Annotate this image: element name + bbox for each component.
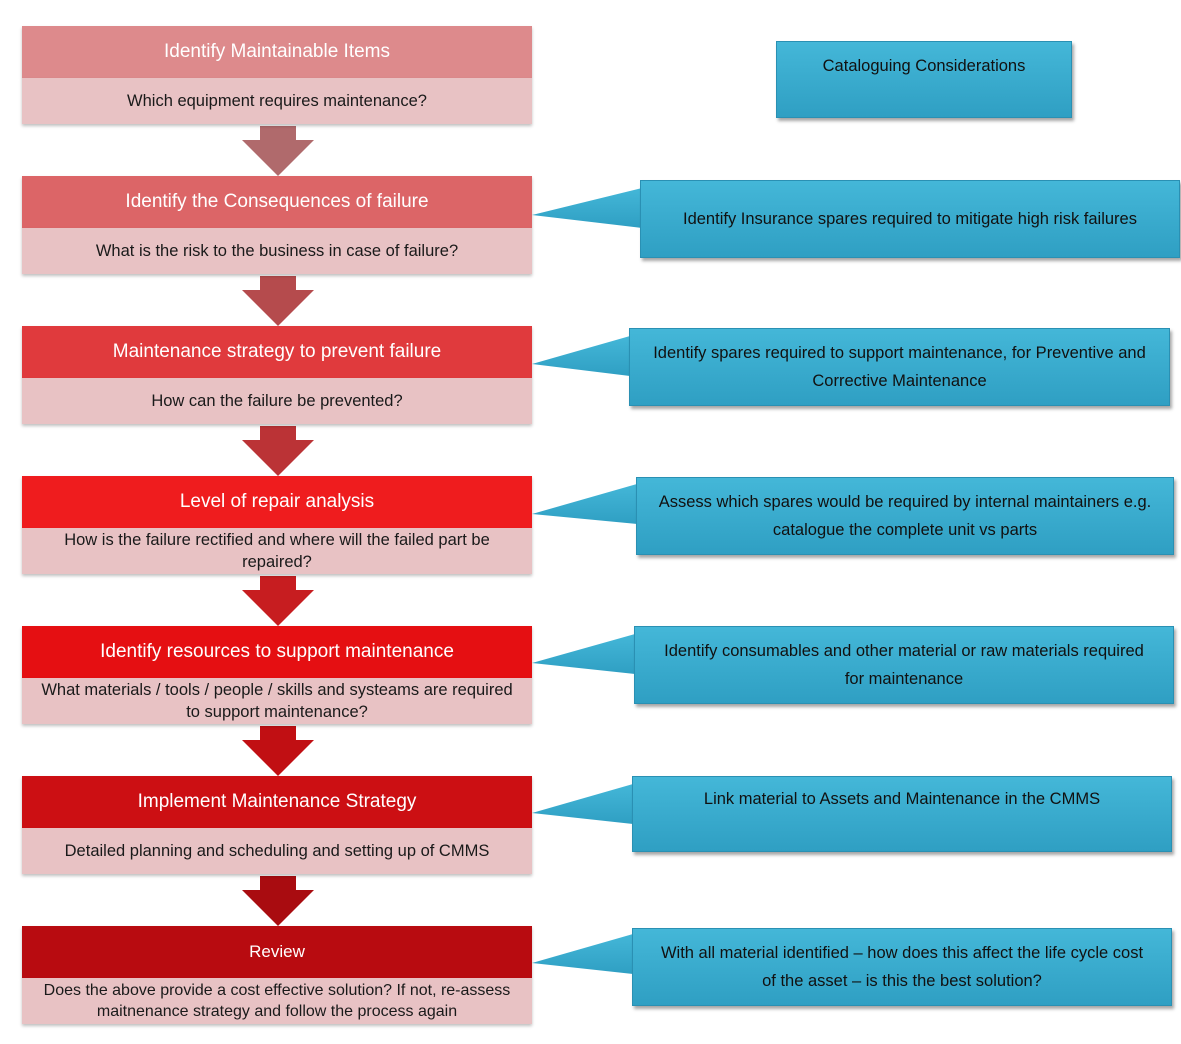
down-arrow-3: [242, 426, 314, 476]
step-title: Level of repair analysis: [22, 476, 532, 528]
step-question: Does the above provide a cost effective …: [22, 978, 532, 1024]
step-identify-resources: Identify resources to support maintenanc…: [22, 626, 532, 724]
down-arrow-5: [242, 726, 314, 776]
step-review: Review Does the above provide a cost eff…: [22, 926, 532, 1024]
step-title: Implement Maintenance Strategy: [22, 776, 532, 828]
down-arrow-2: [242, 276, 314, 326]
down-arrow-6: [242, 876, 314, 926]
step-implement-strategy: Implement Maintenance Strategy Detailed …: [22, 776, 532, 874]
step-identify-consequences: Identify the Consequences of failure Wha…: [22, 176, 532, 274]
step-identify-maintainable-items: Identify Maintainable Items Which equipm…: [22, 26, 532, 124]
down-arrow-1: [242, 126, 314, 176]
callout-pointer-4: [532, 634, 635, 674]
step-title: Identify Maintainable Items: [22, 26, 532, 78]
consideration-life-cycle-cost: With all material identified – how does …: [632, 928, 1172, 1006]
step-question: What is the risk to the business in case…: [22, 228, 532, 274]
callout-pointer-1: [532, 188, 642, 228]
callout-pointer-3: [532, 484, 637, 524]
step-question: How can the failure be prevented?: [22, 378, 532, 424]
down-arrow-4: [242, 576, 314, 626]
callout-pointer-5: [532, 784, 633, 824]
step-title: Identify the Consequences of failure: [22, 176, 532, 228]
callout-pointer-6: [532, 934, 633, 974]
step-question: Which equipment requires maintenance?: [22, 78, 532, 124]
step-question: How is the failure rectified and where w…: [22, 528, 532, 574]
step-title: Review: [22, 926, 532, 978]
consideration-link-cmms: Link material to Assets and Maintenance …: [632, 776, 1172, 852]
step-level-of-repair: Level of repair analysis How is the fail…: [22, 476, 532, 574]
step-title: Maintenance strategy to prevent failure: [22, 326, 532, 378]
step-question: Detailed planning and scheduling and set…: [22, 828, 532, 874]
step-maintenance-strategy: Maintenance strategy to prevent failure …: [22, 326, 532, 424]
callout-pointer-2: [532, 336, 630, 376]
step-question: What materials / tools / people / skills…: [22, 678, 532, 724]
consideration-consumables: Identify consumables and other material …: [634, 626, 1174, 704]
step-title: Identify resources to support maintenanc…: [22, 626, 532, 678]
consideration-maintenance-spares: Identify spares required to support main…: [629, 328, 1170, 406]
consideration-insurance-spares: Identify Insurance spares required to mi…: [640, 180, 1180, 258]
cataloguing-considerations-header: Cataloguing Considerations: [776, 41, 1072, 118]
consideration-internal-maintainers: Assess which spares would be required by…: [636, 477, 1174, 555]
